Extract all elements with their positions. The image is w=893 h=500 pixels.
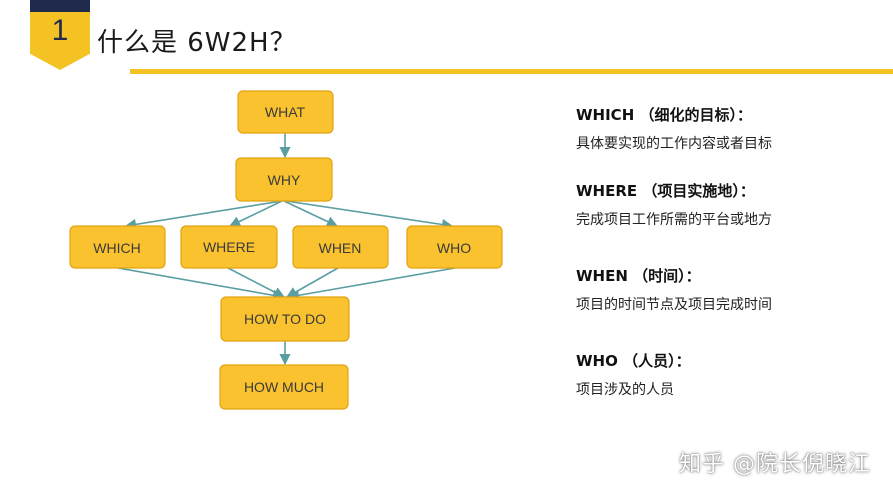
svg-text:WHO: WHO: [437, 240, 471, 256]
definition-term: WHICH （细化的目标）：: [576, 106, 752, 124]
definition-term: WHEN （时间）：: [576, 267, 701, 285]
edge-who-howtodo: [287, 267, 456, 301]
edge-why-where: [228, 200, 283, 227]
svg-text:WHAT: WHAT: [265, 104, 306, 120]
definition-desc: 项目涉及的人员: [576, 382, 674, 398]
node-which: WHICH: [69, 225, 166, 269]
node-how-much: HOW MUCH: [219, 364, 349, 410]
node-how-to-do: HOW TO DO: [220, 296, 350, 342]
definition-term: WHERE （项目实施地）：: [576, 182, 755, 200]
svg-text:WHERE: WHERE: [203, 239, 255, 255]
definition-who: WHO （人员）： 项目涉及的人员: [576, 350, 691, 399]
page-title: 什么是 6W2H？: [97, 28, 297, 58]
node-why: WHY: [235, 157, 333, 202]
edge-why-who: [285, 200, 454, 231]
node-who: WHO: [406, 225, 503, 269]
edge-which-howtodo: [117, 267, 285, 301]
svg-text:HOW MUCH: HOW MUCH: [244, 379, 324, 395]
watermark: 知乎 @院长倪晓江: [679, 452, 871, 477]
section-number: 1: [51, 14, 69, 47]
svg-text:WHICH: WHICH: [93, 240, 140, 256]
svg-text:WHEN: WHEN: [319, 240, 362, 256]
definition-where: WHERE （项目实施地）： 完成项目工作所需的平台或地方: [576, 180, 772, 229]
definition-term: WHO （人员）：: [576, 352, 691, 370]
edge-where-howtodo: [227, 267, 285, 298]
title-underline: [130, 69, 893, 74]
top-navy-strip: [30, 0, 90, 12]
node-where: WHERE: [180, 225, 278, 269]
edge-why-which: [124, 200, 283, 230]
definition-desc: 具体要实现的工作内容或者目标: [576, 136, 772, 152]
definition-desc: 项目的时间节点及项目完成时间: [576, 297, 772, 313]
node-what: WHAT: [237, 90, 334, 134]
definition-which: WHICH （细化的目标）： 具体要实现的工作内容或者目标: [576, 104, 772, 153]
node-when: WHEN: [292, 225, 389, 269]
svg-text:HOW TO DO: HOW TO DO: [244, 311, 326, 327]
definition-when: WHEN （时间）： 项目的时间节点及项目完成时间: [576, 265, 772, 314]
definition-desc: 完成项目工作所需的平台或地方: [576, 212, 772, 228]
svg-text:WHY: WHY: [268, 172, 301, 188]
edge-why-when: [283, 200, 339, 227]
